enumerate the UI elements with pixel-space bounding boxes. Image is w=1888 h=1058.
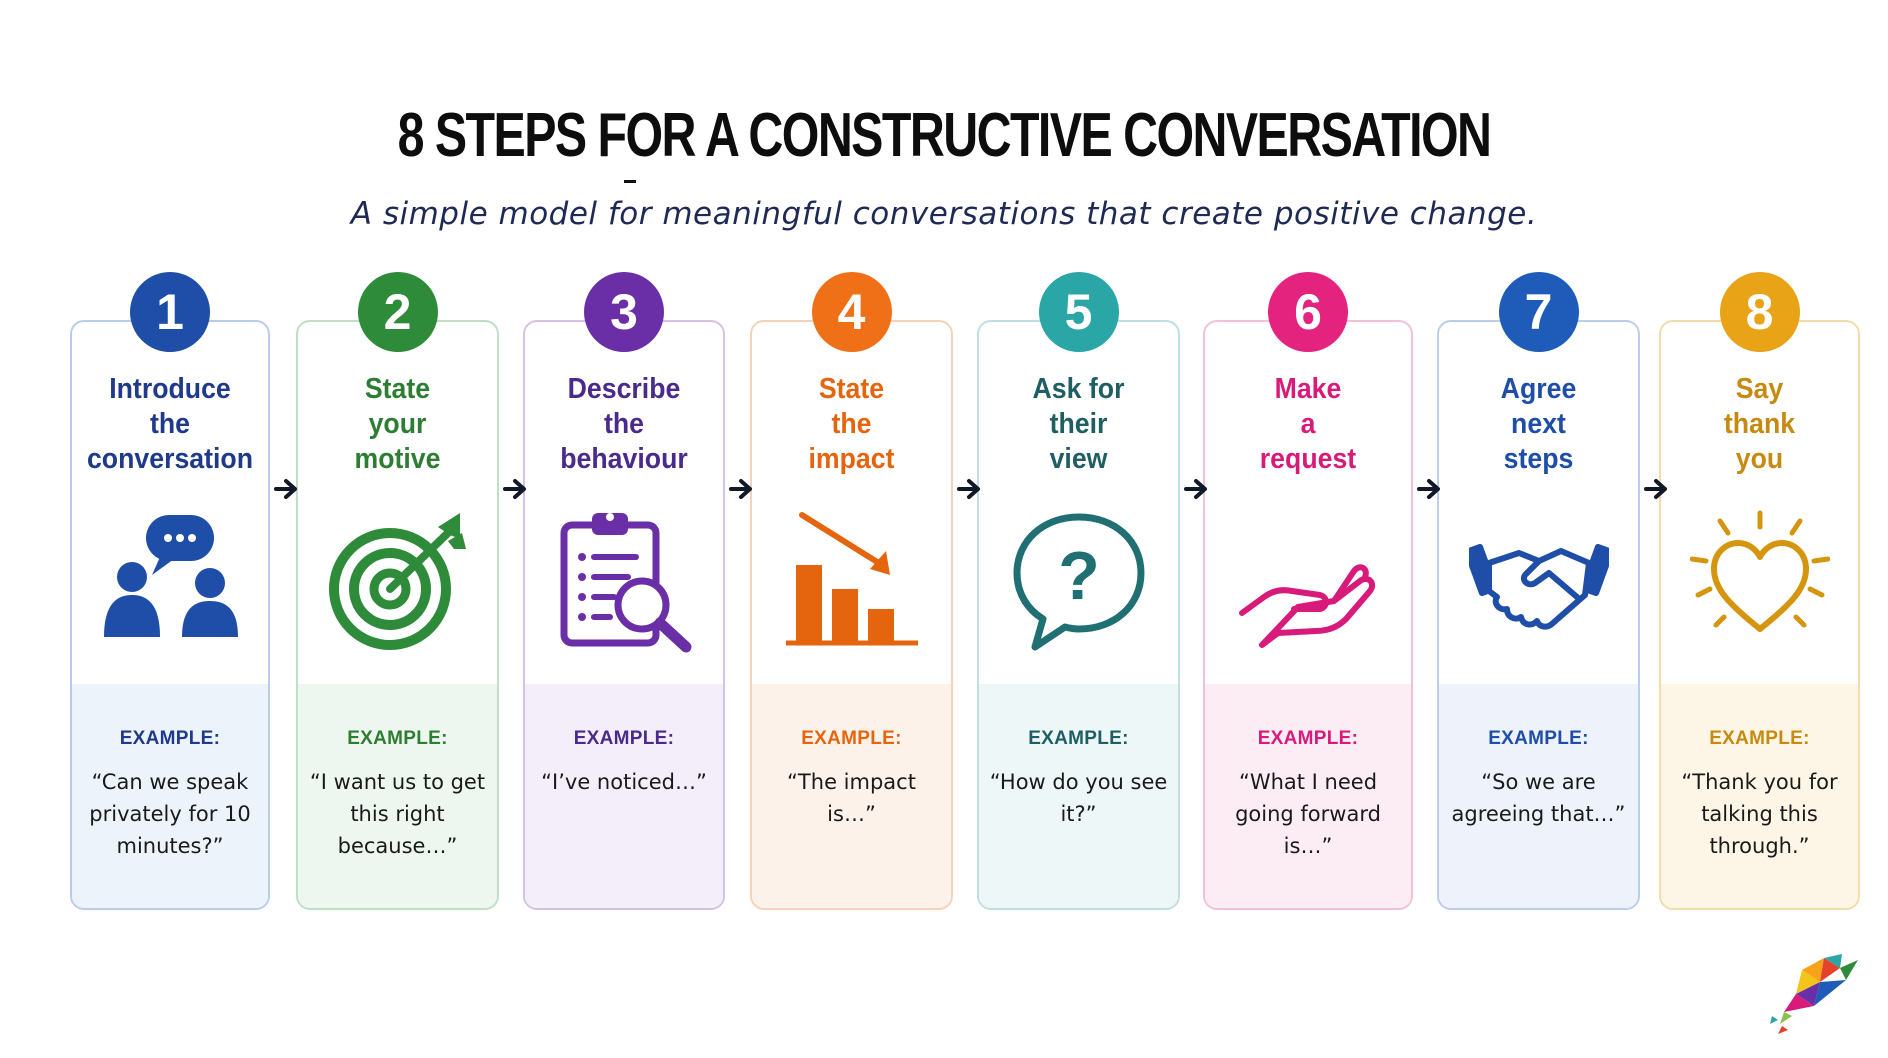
step-card-frame [1203, 320, 1413, 910]
clipboard-search-icon [554, 505, 694, 655]
step-arrow-icon [1644, 479, 1667, 499]
step-title-line: Agree [1500, 373, 1577, 405]
step-title-line: the [149, 408, 191, 440]
step-title-line: motive [354, 443, 441, 475]
step-title-line: the [603, 408, 645, 440]
example-panel [979, 684, 1178, 908]
example-label: EXAMPLE: [801, 728, 902, 749]
step-card-frame [1659, 320, 1860, 910]
example-text: “What I need going forward is…” [1235, 770, 1381, 858]
example-text: “I’ve noticed…” [541, 770, 707, 794]
step-title-line: view [1049, 443, 1108, 475]
question-bubble-icon: ? [1009, 505, 1149, 655]
example-text: “The impact is…” [787, 770, 916, 826]
step-number-badge: 1 [130, 272, 210, 352]
example-panel [298, 684, 497, 908]
step-title-line: you [1735, 443, 1784, 475]
title-mark [624, 180, 636, 183]
step-card-frame [296, 320, 499, 910]
page-title: 8 STEPS FOR A CONSTRUCTIVE CONVERSATION [397, 101, 1492, 170]
step-title-line: Say [1735, 373, 1784, 405]
step-number-badge: 7 [1498, 272, 1579, 352]
step-number-badge: 8 [1719, 272, 1800, 352]
bird-logo-icon [1770, 954, 1858, 1034]
heart-icon [1689, 505, 1830, 655]
step-number-badge: 3 [584, 272, 664, 352]
step-title-line: behaviour [560, 443, 688, 475]
step-title-line: impact [808, 443, 895, 475]
step-title-line: their [1049, 408, 1108, 440]
step-title-line: Introduce [109, 373, 231, 405]
example-panel [72, 684, 268, 908]
example-panel [1205, 684, 1411, 908]
step-title-line: Describe [567, 373, 681, 405]
step-title-line: Ask for [1032, 373, 1125, 405]
step-arrow-icon [729, 479, 752, 499]
step-title-line: Make [1274, 373, 1342, 405]
step-title-line: conversation [86, 443, 254, 475]
step-number-badge: 4 [811, 272, 892, 352]
target-icon [328, 505, 468, 655]
example-panel [752, 684, 951, 908]
example-text: “I want us to get this right because…” [309, 770, 486, 858]
step-number-badge: 2 [357, 272, 438, 352]
handshake-icon [1463, 505, 1614, 655]
step-title-line: State [818, 373, 885, 405]
page-subtitle: A simple model for meaningful conversati… [350, 196, 1538, 232]
example-panel [525, 684, 723, 908]
step-arrow-icon [1417, 479, 1440, 499]
svg-text:?: ? [1058, 538, 1100, 614]
example-text: “How do you see it?” [989, 770, 1168, 826]
step-title-line: next [1511, 408, 1566, 440]
step-title-line: your [368, 408, 427, 440]
example-text: “So we are agreeing that…” [1451, 770, 1626, 826]
example-label: EXAMPLE: [1028, 728, 1129, 749]
step-card-frame [977, 320, 1180, 910]
open-hand-icon [1238, 505, 1378, 655]
example-label: EXAMPLE: [119, 728, 221, 749]
example-panel [1439, 684, 1638, 908]
step-title-line: request [1259, 443, 1357, 475]
conversation-people-icon [100, 505, 240, 655]
step-title-line: the [831, 408, 872, 440]
step-card-frame [70, 320, 270, 910]
declining-chart-icon [782, 505, 922, 655]
example-label: EXAMPLE: [347, 728, 448, 749]
example-text: “Can we speak privately for 10 minutes?” [89, 770, 251, 858]
step-number-badge: 6 [1268, 272, 1348, 352]
step-title-line: thank [1723, 408, 1796, 440]
step-number-badge: 5 [1038, 272, 1119, 352]
step-title-line: steps [1503, 443, 1574, 475]
step-title-line: a [1300, 408, 1316, 440]
step-arrow-icon [1184, 479, 1207, 499]
example-label: EXAMPLE: [1709, 728, 1810, 749]
step-title-line: State [364, 373, 431, 405]
example-label: EXAMPLE: [1257, 728, 1359, 749]
example-label: EXAMPLE: [1488, 728, 1589, 749]
example-text: “Thank you for talking this through.” [1681, 770, 1838, 858]
example-panel [1661, 684, 1858, 908]
step-arrow-icon [957, 479, 980, 499]
step-arrow-icon [503, 479, 526, 499]
example-label: EXAMPLE: [573, 728, 675, 749]
step-arrow-icon [274, 479, 297, 499]
